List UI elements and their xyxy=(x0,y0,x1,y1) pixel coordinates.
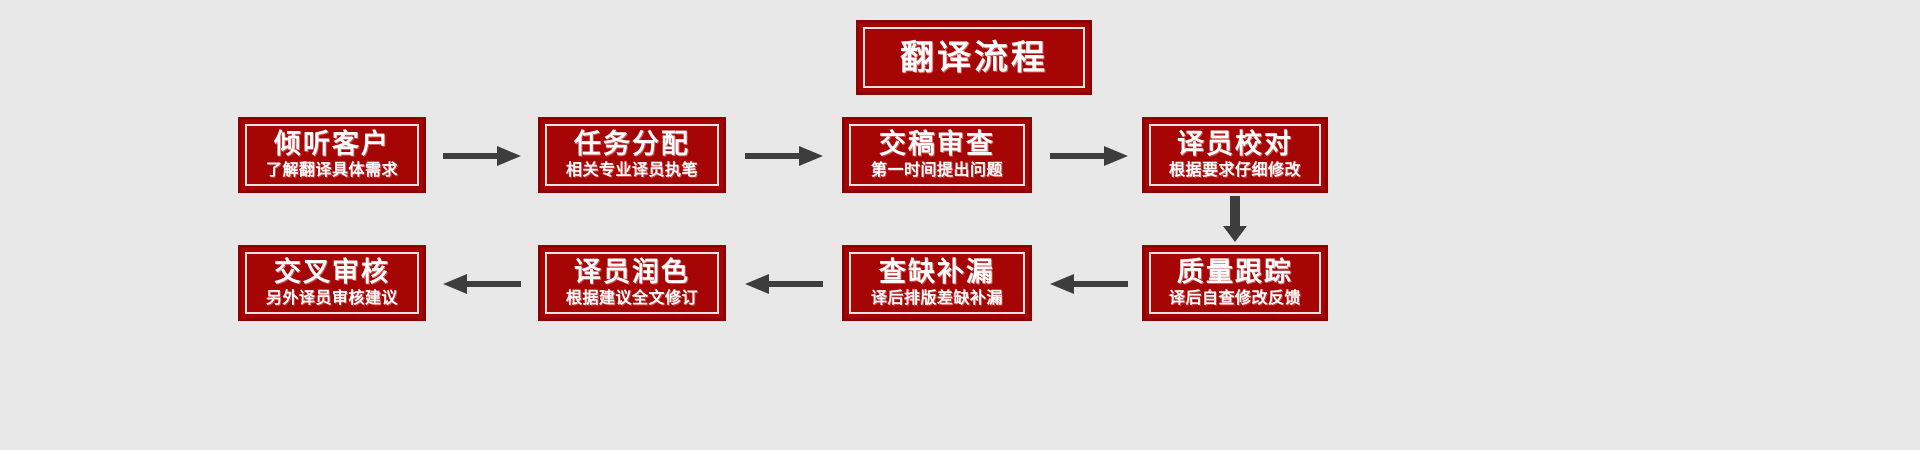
node-title: 查缺补漏 xyxy=(879,256,995,288)
node-title: 质量跟踪 xyxy=(1177,256,1293,288)
process-node-4[interactable]: 译员校对 根据要求仔细修改 xyxy=(1142,117,1328,193)
node-title: 交叉审核 xyxy=(274,256,390,288)
process-node-8[interactable]: 交叉审核 另外译员审核建议 xyxy=(238,245,426,321)
process-node-3[interactable]: 交稿审查 第一时间提出问题 xyxy=(842,117,1032,193)
node-title: 倾听客户 xyxy=(274,128,390,160)
node-subtitle: 根据建议全文修订 xyxy=(565,288,698,308)
process-node-7[interactable]: 译员润色 根据建议全文修订 xyxy=(538,245,726,321)
node-title: 任务分配 xyxy=(574,128,690,160)
node-subtitle: 相关专业译员执笔 xyxy=(565,160,698,180)
process-node-5[interactable]: 质量跟踪 译后自查修改反馈 xyxy=(1142,245,1328,321)
node-subtitle: 根据要求仔细修改 xyxy=(1168,160,1301,180)
arrow-right-2-icon xyxy=(745,143,823,169)
node-subtitle: 译后排版差缺补漏 xyxy=(870,288,1003,308)
node-title: 交稿审查 xyxy=(879,128,995,160)
node-title: 译员校对 xyxy=(1177,128,1293,160)
node-title: 译员润色 xyxy=(574,256,690,288)
arrow-left-3-icon xyxy=(443,271,521,297)
node-subtitle: 另外译员审核建议 xyxy=(265,288,398,308)
arrow-right-1-icon xyxy=(443,143,521,169)
node-subtitle: 第一时间提出问题 xyxy=(870,160,1003,180)
arrow-right-3-icon xyxy=(1050,143,1128,169)
process-node-2[interactable]: 任务分配 相关专业译员执笔 xyxy=(538,117,726,193)
arrow-down-1-icon xyxy=(1222,196,1248,242)
arrow-left-1-icon xyxy=(1050,271,1128,297)
flowchart-title: 翻译流程 xyxy=(900,37,1048,78)
flowchart-title-box: 翻译流程 xyxy=(856,20,1092,95)
process-node-6[interactable]: 查缺补漏 译后排版差缺补漏 xyxy=(842,245,1032,321)
arrow-left-2-icon xyxy=(745,271,823,297)
node-subtitle: 了解翻译具体需求 xyxy=(265,160,398,180)
node-subtitle: 译后自查修改反馈 xyxy=(1168,288,1301,308)
process-node-1[interactable]: 倾听客户 了解翻译具体需求 xyxy=(238,117,426,193)
